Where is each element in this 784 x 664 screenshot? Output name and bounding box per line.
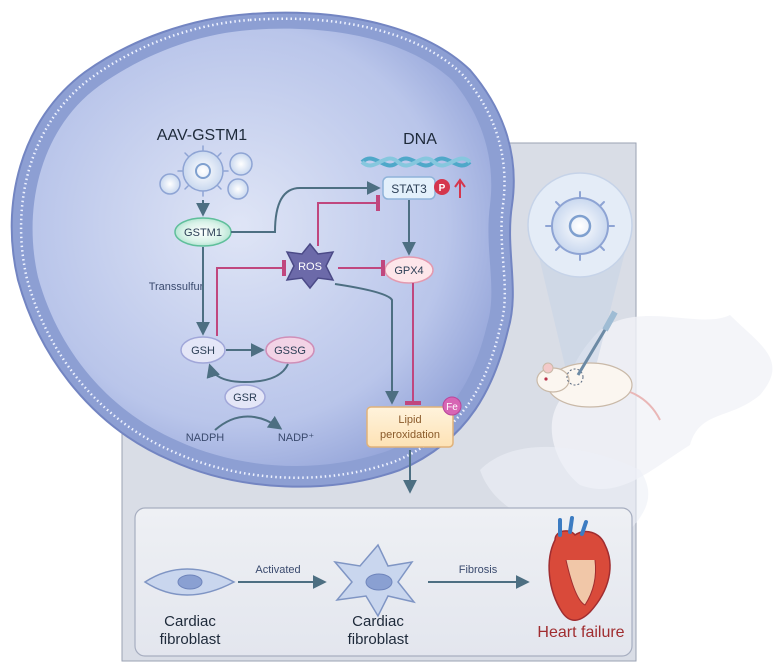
activated-label: Activated [255, 564, 300, 576]
gpx4-label: GPX4 [394, 265, 423, 277]
background-cell-shape [551, 315, 773, 490]
dna-helix-icon [360, 156, 472, 168]
mouse-icon [536, 310, 661, 421]
stat3-label: STAT3 [391, 182, 427, 196]
aav-virus-zoom-icon [545, 191, 615, 261]
gsh-node [180, 336, 226, 364]
aav-virus-cluster [159, 145, 253, 200]
lipid-peroxidation-node [366, 406, 454, 448]
cardiac-fibroblast-activated-icon [333, 543, 416, 618]
gstm1-label: GSTM1 [184, 227, 222, 239]
nucleus-membrane-dots [19, 17, 507, 479]
cell2-label-line2: fibroblast [348, 631, 410, 648]
gsh-label: GSH [191, 345, 215, 357]
upregulation-arrow-icon [454, 178, 466, 198]
gssg-node [265, 336, 315, 364]
heart-failure-label: Heart failure [537, 624, 624, 641]
lipid-label-line2: peroxidation [380, 429, 440, 441]
dna-label: DNA [403, 131, 437, 148]
fe-badge [442, 396, 462, 416]
phospho-badge [434, 179, 450, 195]
cell1-label-line2: fibroblast [160, 631, 222, 648]
inhibition-lines [216, 195, 421, 405]
nadp-label: NADP⁺ [278, 432, 315, 444]
heart-icon [548, 516, 611, 621]
cardiac-fibroblast-quiescent-icon [143, 568, 236, 596]
ros-label: ROS [298, 261, 322, 273]
fe-label: Fe [446, 402, 458, 413]
phospho-label: P [439, 183, 446, 194]
transsulfur-label: Transsulfur [149, 281, 204, 293]
aav-gstm1-label: AAV-GSTM1 [157, 127, 247, 144]
gssg-label: GSSG [274, 345, 306, 357]
lipid-label-line1: Lipid [398, 414, 421, 426]
cell1-label-line1: Cardiac [164, 613, 216, 630]
gpx4-node [384, 256, 434, 284]
cell2-label-line1: Cardiac [352, 613, 404, 630]
nadph-label: NADPH [186, 432, 225, 444]
nucleus-interior [32, 28, 492, 467]
activation-arrows [196, 181, 417, 494]
gsr-node [224, 384, 266, 410]
gsr-label: GSR [233, 392, 257, 404]
ros-node [285, 242, 335, 290]
fibrosis-label: Fibrosis [459, 564, 498, 576]
